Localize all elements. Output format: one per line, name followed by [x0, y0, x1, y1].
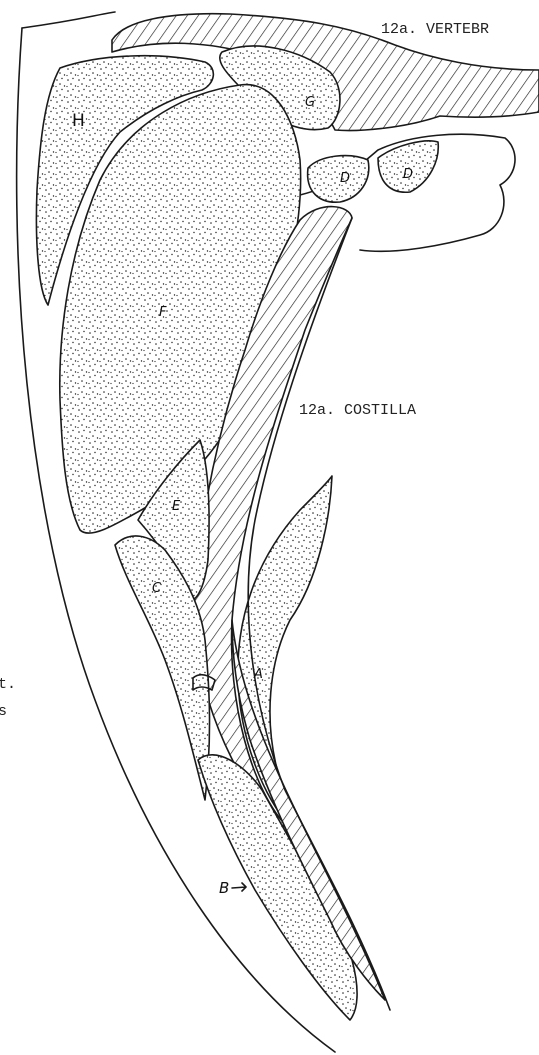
- rib-label: 12a. COSTILLA: [299, 402, 416, 419]
- region-h-label: H: [72, 111, 85, 131]
- region-b-label: B: [219, 879, 229, 897]
- region-e-label: E: [172, 499, 181, 514]
- region-b-arrow: [232, 883, 246, 891]
- region-d1-muscle: [308, 156, 369, 203]
- vertebra-label: 12a. VERTEBR: [381, 21, 489, 38]
- region-d2-label: D: [403, 167, 413, 182]
- margin-fragment-2: s: [0, 703, 7, 720]
- region-d1-label: D: [340, 171, 350, 186]
- margin-fragment-1: t.: [0, 676, 16, 693]
- region-f-label: F: [159, 305, 167, 320]
- body-wall-line: [22, 12, 115, 28]
- region-g-label: G: [305, 95, 315, 110]
- region-a-label: A: [253, 667, 263, 682]
- region-c-label: C: [152, 581, 162, 596]
